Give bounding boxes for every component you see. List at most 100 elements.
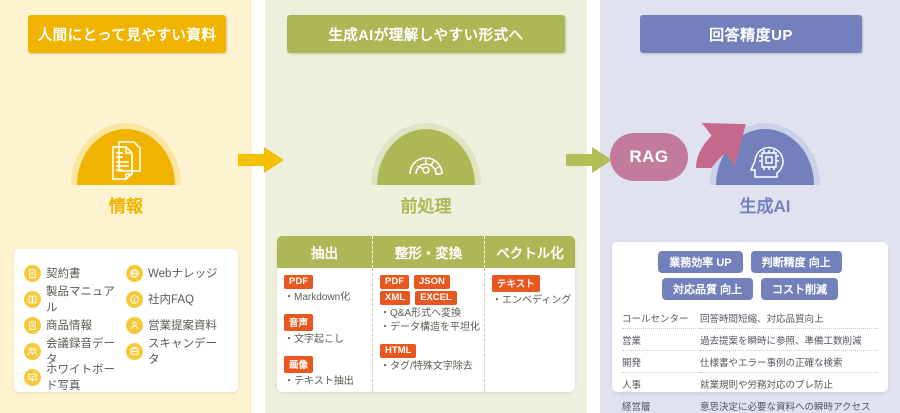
source-item: 営業提案資料	[126, 312, 228, 338]
benefit-department: 人事	[622, 372, 700, 395]
benefit-department: コールセンター	[622, 307, 700, 329]
tag-row: 音声	[284, 314, 365, 333]
panel-generative-ai: 回答精度UP RAG	[600, 0, 900, 413]
arrow-right-green-icon	[566, 147, 612, 173]
format-tag: 音声	[284, 314, 314, 331]
format-tag: JSON	[414, 275, 450, 289]
format-tag: テキスト	[492, 275, 540, 292]
table-row: 人事就業規則や労務対応のブレ防止	[622, 372, 878, 395]
preprocessing-table-card: 抽出 整形・変換 ベクトル化 PDF ・Markdown化音声・文字起こし画像・テ…	[277, 236, 575, 392]
column-extract: PDF ・Markdown化音声・文字起こし画像・テキスト抽出	[277, 268, 373, 392]
preprocessing-bullet: ・Q&A形式へ変換	[380, 308, 462, 319]
scan-data-icon	[126, 342, 143, 360]
table-row: 開発仕様書やエラー事例の正確な検索	[622, 350, 878, 373]
source-item: 契約書	[24, 260, 126, 286]
preprocessing-bullet: ・文字起こし	[284, 334, 344, 345]
source-item-label: 製品マニュアル	[46, 286, 115, 314]
source-item: 会議録音データ	[24, 338, 126, 366]
panel2-icon-halo	[371, 123, 481, 185]
table-row: 経営層 意思決定に必要な資料への瞬時アクセス	[622, 395, 878, 413]
panel3-header: 回答精度UP	[640, 15, 862, 53]
source-item: ホワイトボード写真	[24, 364, 126, 392]
panel3-icon-label: 生成AI	[739, 197, 791, 216]
tag-row: XML EXCEL	[380, 291, 477, 307]
arrow-right-yellow-icon	[238, 147, 284, 173]
preprocessing-group: テキスト・エンベディング	[492, 275, 572, 308]
tag-row: HTML	[380, 344, 477, 360]
source-item-label: 商品情報	[46, 320, 92, 332]
source-item: 社内FAQ	[126, 286, 228, 312]
source-item-label: 契約書	[46, 268, 81, 280]
format-tag: EXCEL	[415, 291, 457, 305]
preprocessing-group: 画像・テキスト抽出	[284, 356, 365, 389]
format-tag: HTML	[380, 344, 417, 358]
tag-row: 画像	[284, 356, 365, 375]
curved-arrow-up-pink-icon	[696, 122, 746, 168]
benefit-department: 経営層	[622, 401, 651, 413]
panel1-icon-halo	[71, 123, 181, 185]
benefit-description: 過去提案を瞬時に参照、準備工数削減	[700, 328, 878, 351]
document-icon	[77, 129, 175, 185]
source-item-label: 会議録音データ	[46, 338, 115, 366]
benefit-description: 意思決定に必要な資料への瞬時アクセス	[700, 401, 871, 413]
panel1-icon-label: 情報	[109, 197, 143, 216]
benefit-badge: 業務効率 UP	[658, 251, 743, 273]
format-tag: PDF	[380, 275, 409, 289]
format-tag: 画像	[284, 356, 314, 373]
preprocessing-bullet: ・エンベディング	[492, 295, 572, 306]
contract-icon	[24, 264, 41, 282]
panel1-icon-block: 情報	[71, 123, 181, 217]
faq-icon	[126, 290, 143, 308]
source-item-label: 営業提案資料	[148, 320, 217, 332]
source-item-label: Webナレッジ	[148, 268, 218, 280]
meeting-audio-icon	[24, 342, 41, 360]
benefit-description: 就業規則や労務対応のブレ防止	[700, 372, 878, 395]
panel2-header: 生成AIが理解しやすい形式へ	[287, 15, 565, 53]
panel-information: 人間にとって見やすい資料 情報	[0, 0, 252, 413]
table-row: コールセンター回答時間短縮、対応品質向上	[622, 307, 878, 329]
column-header-extract: 抽出	[277, 236, 373, 268]
format-tag: PDF	[284, 275, 313, 289]
panel-preprocessing: 生成AIが理解しやすい形式へ 前処理	[265, 0, 587, 413]
source-list: 契約書 Webナレッジ製品マニュアル 社内FAQ 商品情報 営業提案資料会議録音データ ス…	[24, 260, 228, 392]
tag-row: テキスト	[492, 275, 568, 294]
source-item-label: スキャンデータ	[148, 338, 217, 366]
column-header-vectorize: ベクトル化	[496, 246, 564, 261]
benefits-table: コールセンター回答時間短縮、対応品質向上営業過去提案を瞬時に参照、準備工数削減開…	[622, 307, 878, 413]
panel2-icon-label: 前処理	[400, 197, 452, 216]
column-vectorize: テキスト・エンベディング	[485, 268, 575, 392]
source-list-card: 契約書 Webナレッジ製品マニュアル 社内FAQ 商品情報 営業提案資料会議録音データ ス…	[14, 249, 238, 392]
panel-gap-2	[587, 0, 600, 413]
preprocessing-bullet: ・タグ/特殊文字除去	[380, 361, 473, 372]
source-item: スキャンデータ	[126, 338, 228, 366]
panel2-icon-block: 前処理	[371, 123, 481, 217]
preprocessing-bullet: ・データ構造を平坦化	[380, 322, 480, 333]
source-item: Webナレッジ	[126, 260, 228, 286]
preprocessing-bullet: ・Markdown化	[284, 292, 351, 303]
preprocessing-group: HTML ・タグ/特殊文字除去	[380, 344, 477, 374]
web-knowledge-icon	[126, 264, 143, 282]
source-item-label: 社内FAQ	[148, 294, 195, 306]
preprocessing-bullet: ・テキスト抽出	[284, 376, 354, 387]
column-header-transform: 整形・変換	[373, 236, 485, 268]
format-tag: XML	[380, 291, 411, 305]
benefit-badge: コスト削減	[761, 278, 839, 300]
table-row: 営業過去提案を瞬時に参照、準備工数削減	[622, 328, 878, 351]
panel1-header: 人間にとって見やすい資料	[28, 15, 226, 53]
preprocessing-group: 音声・文字起こし	[284, 314, 365, 347]
rag-pill: RAG	[610, 133, 688, 181]
tag-row: PDF	[284, 275, 365, 291]
benefit-department: 開発	[622, 350, 700, 373]
benefit-description: 仕様書やエラー事例の正確な検索	[700, 350, 878, 373]
benefit-description: 回答時間短縮、対応品質向上	[700, 307, 878, 329]
preprocessing-table-header: 抽出 整形・変換 ベクトル化	[277, 236, 575, 268]
sales-proposal-icon	[126, 316, 143, 334]
benefit-badge: 対応品質 向上	[661, 278, 754, 300]
whiteboard-photo-icon	[24, 368, 41, 386]
